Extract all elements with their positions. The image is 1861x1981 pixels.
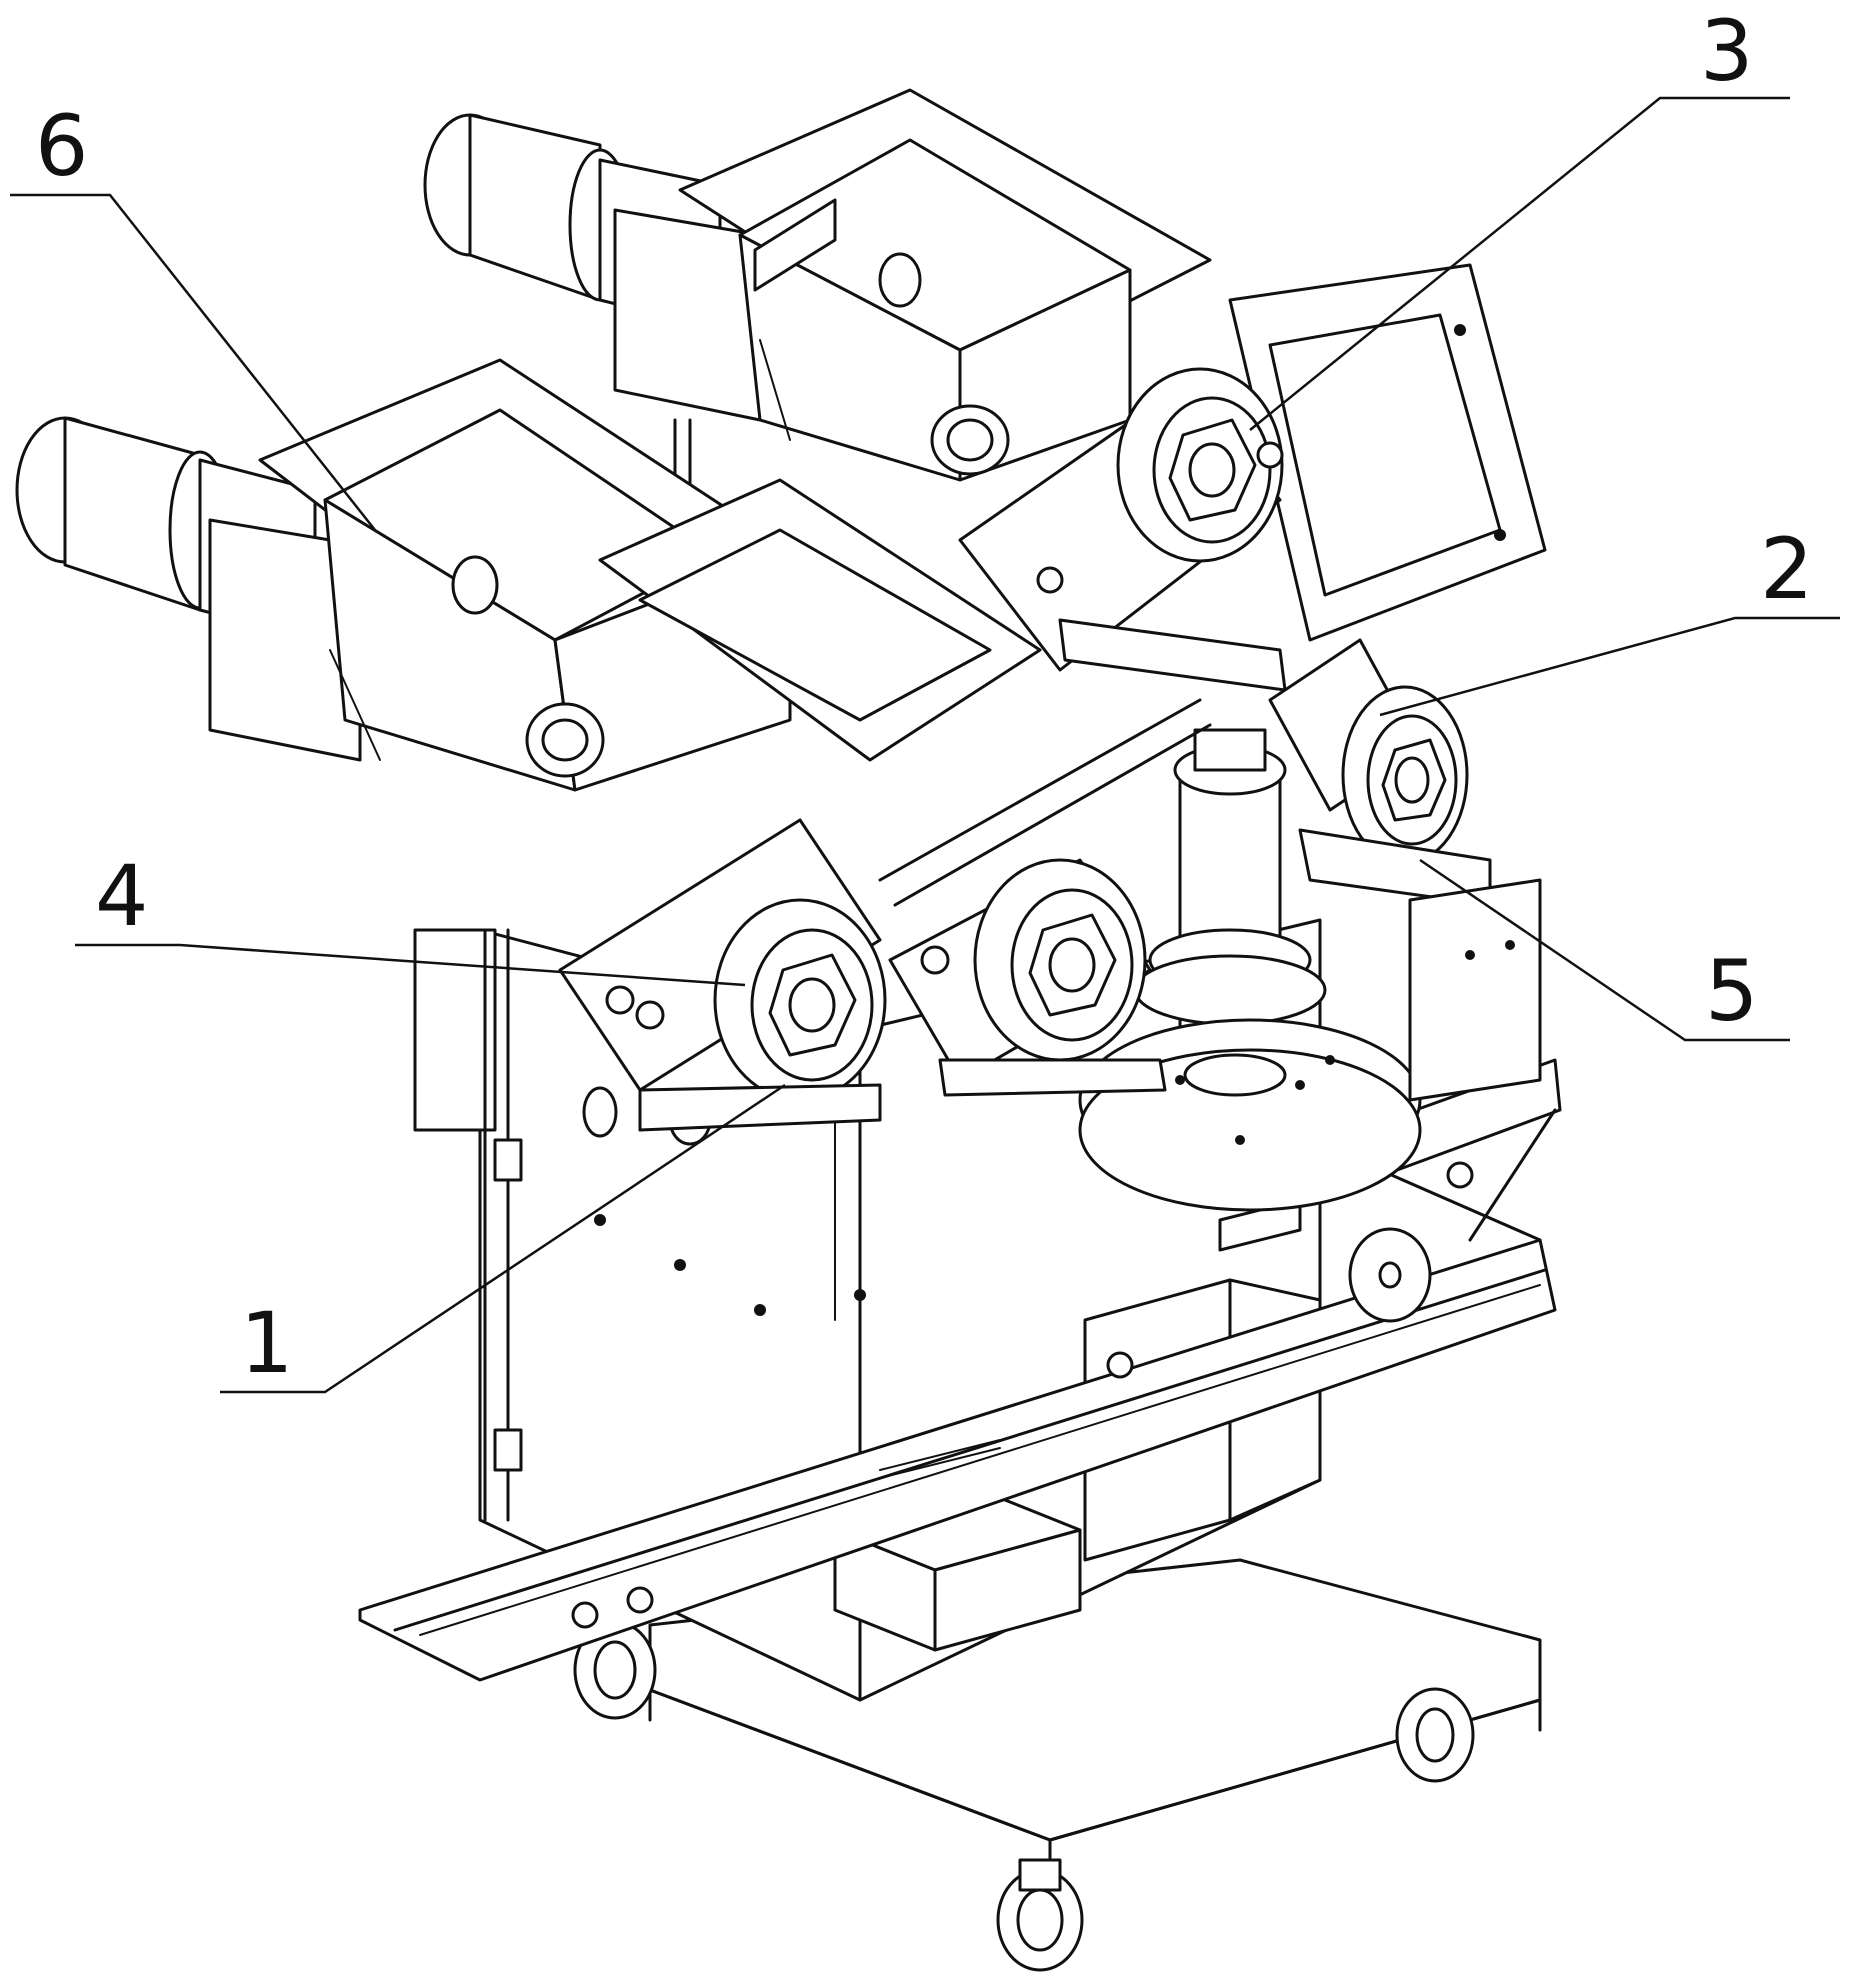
callout-label-1: 1 xyxy=(240,1294,293,1392)
callout-label-5: 5 xyxy=(1705,942,1758,1040)
callout-label-2: 2 xyxy=(1760,520,1813,618)
callout-label-3: 3 xyxy=(1700,2,1753,100)
callout-3: 3 xyxy=(1250,2,1790,430)
caster-wheel-right xyxy=(1397,1689,1473,1781)
callout-label-4: 4 xyxy=(95,847,148,945)
callout-label-6: 6 xyxy=(35,97,88,195)
caster-wheel-front xyxy=(998,1860,1082,1970)
